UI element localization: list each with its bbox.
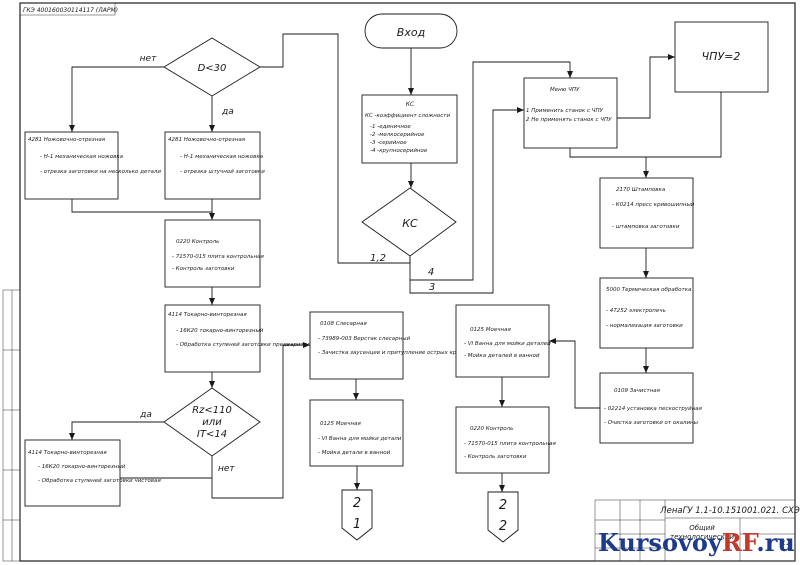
- op-box-stamping-line: - К0214 пресс кривошипный: [612, 202, 695, 208]
- decision-roughness: Rz<110 или IT<14 да нет: [139, 387, 261, 474]
- decision-diameter-question: D<30: [198, 63, 227, 74]
- decision-diameter: D<30 нет да: [140, 37, 261, 117]
- op-box-locksmith-line: - 73989-003 Верстак слесарный: [318, 336, 411, 342]
- op-box-stamping-title: 2170 Штамповка: [616, 187, 666, 193]
- op-box-cutoff-single-line: - Н-1 механическая ножовка: [180, 154, 264, 160]
- op-box-control-b-title: 0220 Контроль: [470, 426, 513, 432]
- cnc-menu-title: Меню ЧПУ: [550, 87, 580, 93]
- decision-roughness-question: IT<14: [197, 429, 227, 440]
- op-box-stamping: 2170 Штамповка - К0214 пресс кривошипный…: [599, 177, 695, 249]
- op-box-control-b-line: - 71570-015 плита контрольная: [464, 441, 557, 447]
- op-box-control: 0220 Контроль - 71570-015 плита контроль…: [164, 219, 265, 288]
- title-block: ЛенаГУ 1.1-10.151001.021. СХЭ Общий техн…: [594, 499, 800, 562]
- start-label: Вход: [397, 26, 425, 39]
- op-box-cutoff-multi-line: - Н-1 механическая ножовка: [40, 154, 124, 160]
- cnc-menu-option: 1 Применить станок с ЧПУ: [526, 108, 604, 114]
- op-box-turning-finish-line: - 16К20 токарно-винторезный: [38, 464, 126, 470]
- cnc-menu-option: 2 Не применять станок с ЧПУ: [526, 117, 612, 123]
- op-box-locksmith: 0108 Слесарная - 73989-003 Верстак слеса…: [309, 311, 471, 380]
- offpage-connector-2-2: 2 2: [487, 491, 519, 543]
- op-box-stamping-line: - штамповка заготовки: [612, 224, 680, 230]
- op-box-cleaning-line: - Очистка заготовки от окалины: [604, 420, 699, 426]
- decision-roughness-no-label: нет: [218, 464, 235, 474]
- op-box-cutoff-multi-title: 4281 Ножовочно-отрезная: [28, 137, 106, 143]
- op-box-washing-a-line: - VI Ванна для мойки детали: [318, 436, 402, 442]
- top-stamp-text: ГКЭ 400160030114117 (ЛАРМ): [23, 7, 118, 14]
- connector-bottom: 1: [353, 517, 361, 532]
- op-box-washing-a-line: - Мойка детали в ванной: [318, 450, 391, 456]
- op-box-control-line: - 71570-015 плита контрольная: [172, 254, 265, 260]
- op-box-locksmith-title: 0108 Слесарная: [320, 321, 367, 327]
- op-box-washing-a-title: 0125 Моечная: [320, 421, 361, 427]
- decision-roughness-question: Rz<110: [192, 405, 232, 416]
- op-box-heat-treatment-line: - 47252 электропечь: [606, 308, 666, 314]
- title-block-code: ЛенаГУ 1.1-10.151001.021. СХЭ: [659, 506, 800, 516]
- op-box-washing-b-line: - VI Ванна для мойки деталей: [464, 341, 551, 347]
- op-box-cutoff-single-line: - отрезка штучной заготовки: [180, 169, 265, 175]
- op-box-heat-treatment: 5000 Термическая обработка - 47252 элект…: [599, 277, 694, 349]
- op-box-cutoff-multi-line: - отрезка заготовки на несколько детали: [40, 169, 161, 175]
- op-box-control-b: 0220 Контроль - 71570-015 плита контроль…: [455, 406, 557, 474]
- op-box-cutoff-single: 4281 Ножовочно-отрезная - Н-1 механическ…: [164, 131, 265, 200]
- decision-diameter-no-label: нет: [140, 54, 157, 64]
- decision-complexity-out-12: 1,2: [370, 253, 386, 264]
- op-box-cleaning-title: 0109 Зачистная: [614, 388, 661, 394]
- offpage-connector-2-1: 2 1: [341, 489, 373, 541]
- op-box-cleaning-line: - 02214 установка пескоструйная: [604, 406, 703, 412]
- connector-top: 2: [353, 496, 361, 511]
- op-box-control-line: - Контроль заготовки: [172, 266, 235, 272]
- op-box-cutoff-single-title: 4281 Ножовочно-отрезная: [168, 137, 246, 143]
- flow-connectors: [69, 33, 722, 499]
- cnc-flag-box: ЧПУ=2: [674, 21, 769, 93]
- top-stamp: ГКЭ 400160030114117 (ЛАРМ): [19, 2, 118, 16]
- connector-top: 2: [499, 498, 507, 513]
- watermark-text: KursovoyRF.ru: [598, 528, 795, 557]
- op-box-turning-rough: 4114 Токарно-винторезная - 16К20 токарно…: [164, 304, 325, 373]
- op-box-washing-a: 0125 Моечная - VI Ванна для мойки детали…: [309, 399, 404, 467]
- complexity-description-line: -3 -серийное: [370, 140, 407, 146]
- cnc-flag-label: ЧПУ=2: [702, 50, 741, 63]
- op-box-washing-b-line: - Мойка деталей в ванной: [464, 353, 540, 359]
- title-block-name: Общий: [689, 524, 715, 532]
- complexity-description-line: -2 -мелкосерийное: [370, 132, 425, 138]
- op-box-turning-rough-title: 4114 Токарно-винторезная: [168, 312, 247, 318]
- complexity-description-line: -4 -крупносерийное: [370, 148, 428, 154]
- decision-roughness-yes-label: да: [139, 410, 152, 420]
- decision-complexity-out-4: 4: [428, 267, 434, 278]
- watermark-logo: KursovoyRF.ru: [598, 528, 795, 557]
- op-box-washing-b: 0125 Моечная - VI Ванна для мойки детале…: [455, 304, 551, 378]
- op-box-turning-finish-line: - Обработка ступеней заготовки чистовая: [38, 478, 162, 484]
- decision-complexity-out-3: 3: [429, 282, 435, 293]
- title-block-sheet: 11: [782, 539, 791, 547]
- decision-diameter-yes-label: да: [221, 107, 234, 117]
- op-box-heat-treatment-title: 5000 Термическая обработка: [606, 287, 692, 293]
- complexity-description-box: КС КС -коэффициент сложности -1 -единичн…: [361, 94, 458, 164]
- connector-bottom: 2: [499, 519, 507, 534]
- cnc-menu-box: Меню ЧПУ 1 Применить станок с ЧПУ 2 Не п…: [523, 77, 618, 149]
- op-box-control-b-line: - Контроль заготовки: [464, 454, 527, 460]
- op-box-locksmith-line: - Зачистка заусенцев и притупление остры…: [318, 350, 471, 356]
- decision-roughness-question: или: [202, 417, 222, 428]
- op-box-turning-rough-line: - Обработка ступеней заготовки предварит…: [176, 342, 325, 348]
- complexity-description-line: КС -коэффициент сложности: [365, 113, 450, 119]
- op-box-washing-b-title: 0125 Моечная: [470, 327, 511, 333]
- op-box-heat-treatment-line: - нормализация заготовки: [606, 323, 683, 329]
- op-box-cleaning: 0109 Зачистная - 02214 установка пескост…: [599, 372, 703, 444]
- start-terminal: Вход: [364, 13, 458, 49]
- title-block-name: технологический: [670, 533, 734, 541]
- decision-complexity-question: КС: [402, 217, 418, 230]
- op-box-control-title: 0220 Контроль: [176, 239, 219, 245]
- complexity-description-line: -1 -единичное: [370, 124, 411, 130]
- op-box-turning-finish: 4114 Токарно-винторезная - 16К20 токарно…: [24, 439, 162, 507]
- op-box-turning-rough-line: - 16К20 токарно-винторезный: [176, 328, 264, 334]
- complexity-description-title: КС: [406, 101, 415, 108]
- op-box-turning-finish-title: 4114 Токарно-винторезная: [28, 450, 107, 456]
- op-box-cutoff-multi: 4281 Ножовочно-отрезная - Н-1 механическ…: [24, 131, 161, 200]
- decision-complexity: КС 1,2 4 3: [361, 187, 457, 293]
